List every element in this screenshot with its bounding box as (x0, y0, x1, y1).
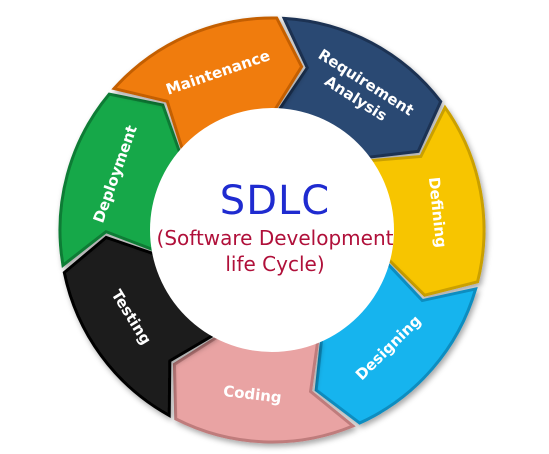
diagram-subtitle-line2: life Cycle) (225, 252, 325, 276)
diagram-subtitle-line1: (Software Development (156, 226, 394, 250)
diagram-title: SDLC (219, 178, 331, 224)
center-circle (150, 108, 394, 352)
